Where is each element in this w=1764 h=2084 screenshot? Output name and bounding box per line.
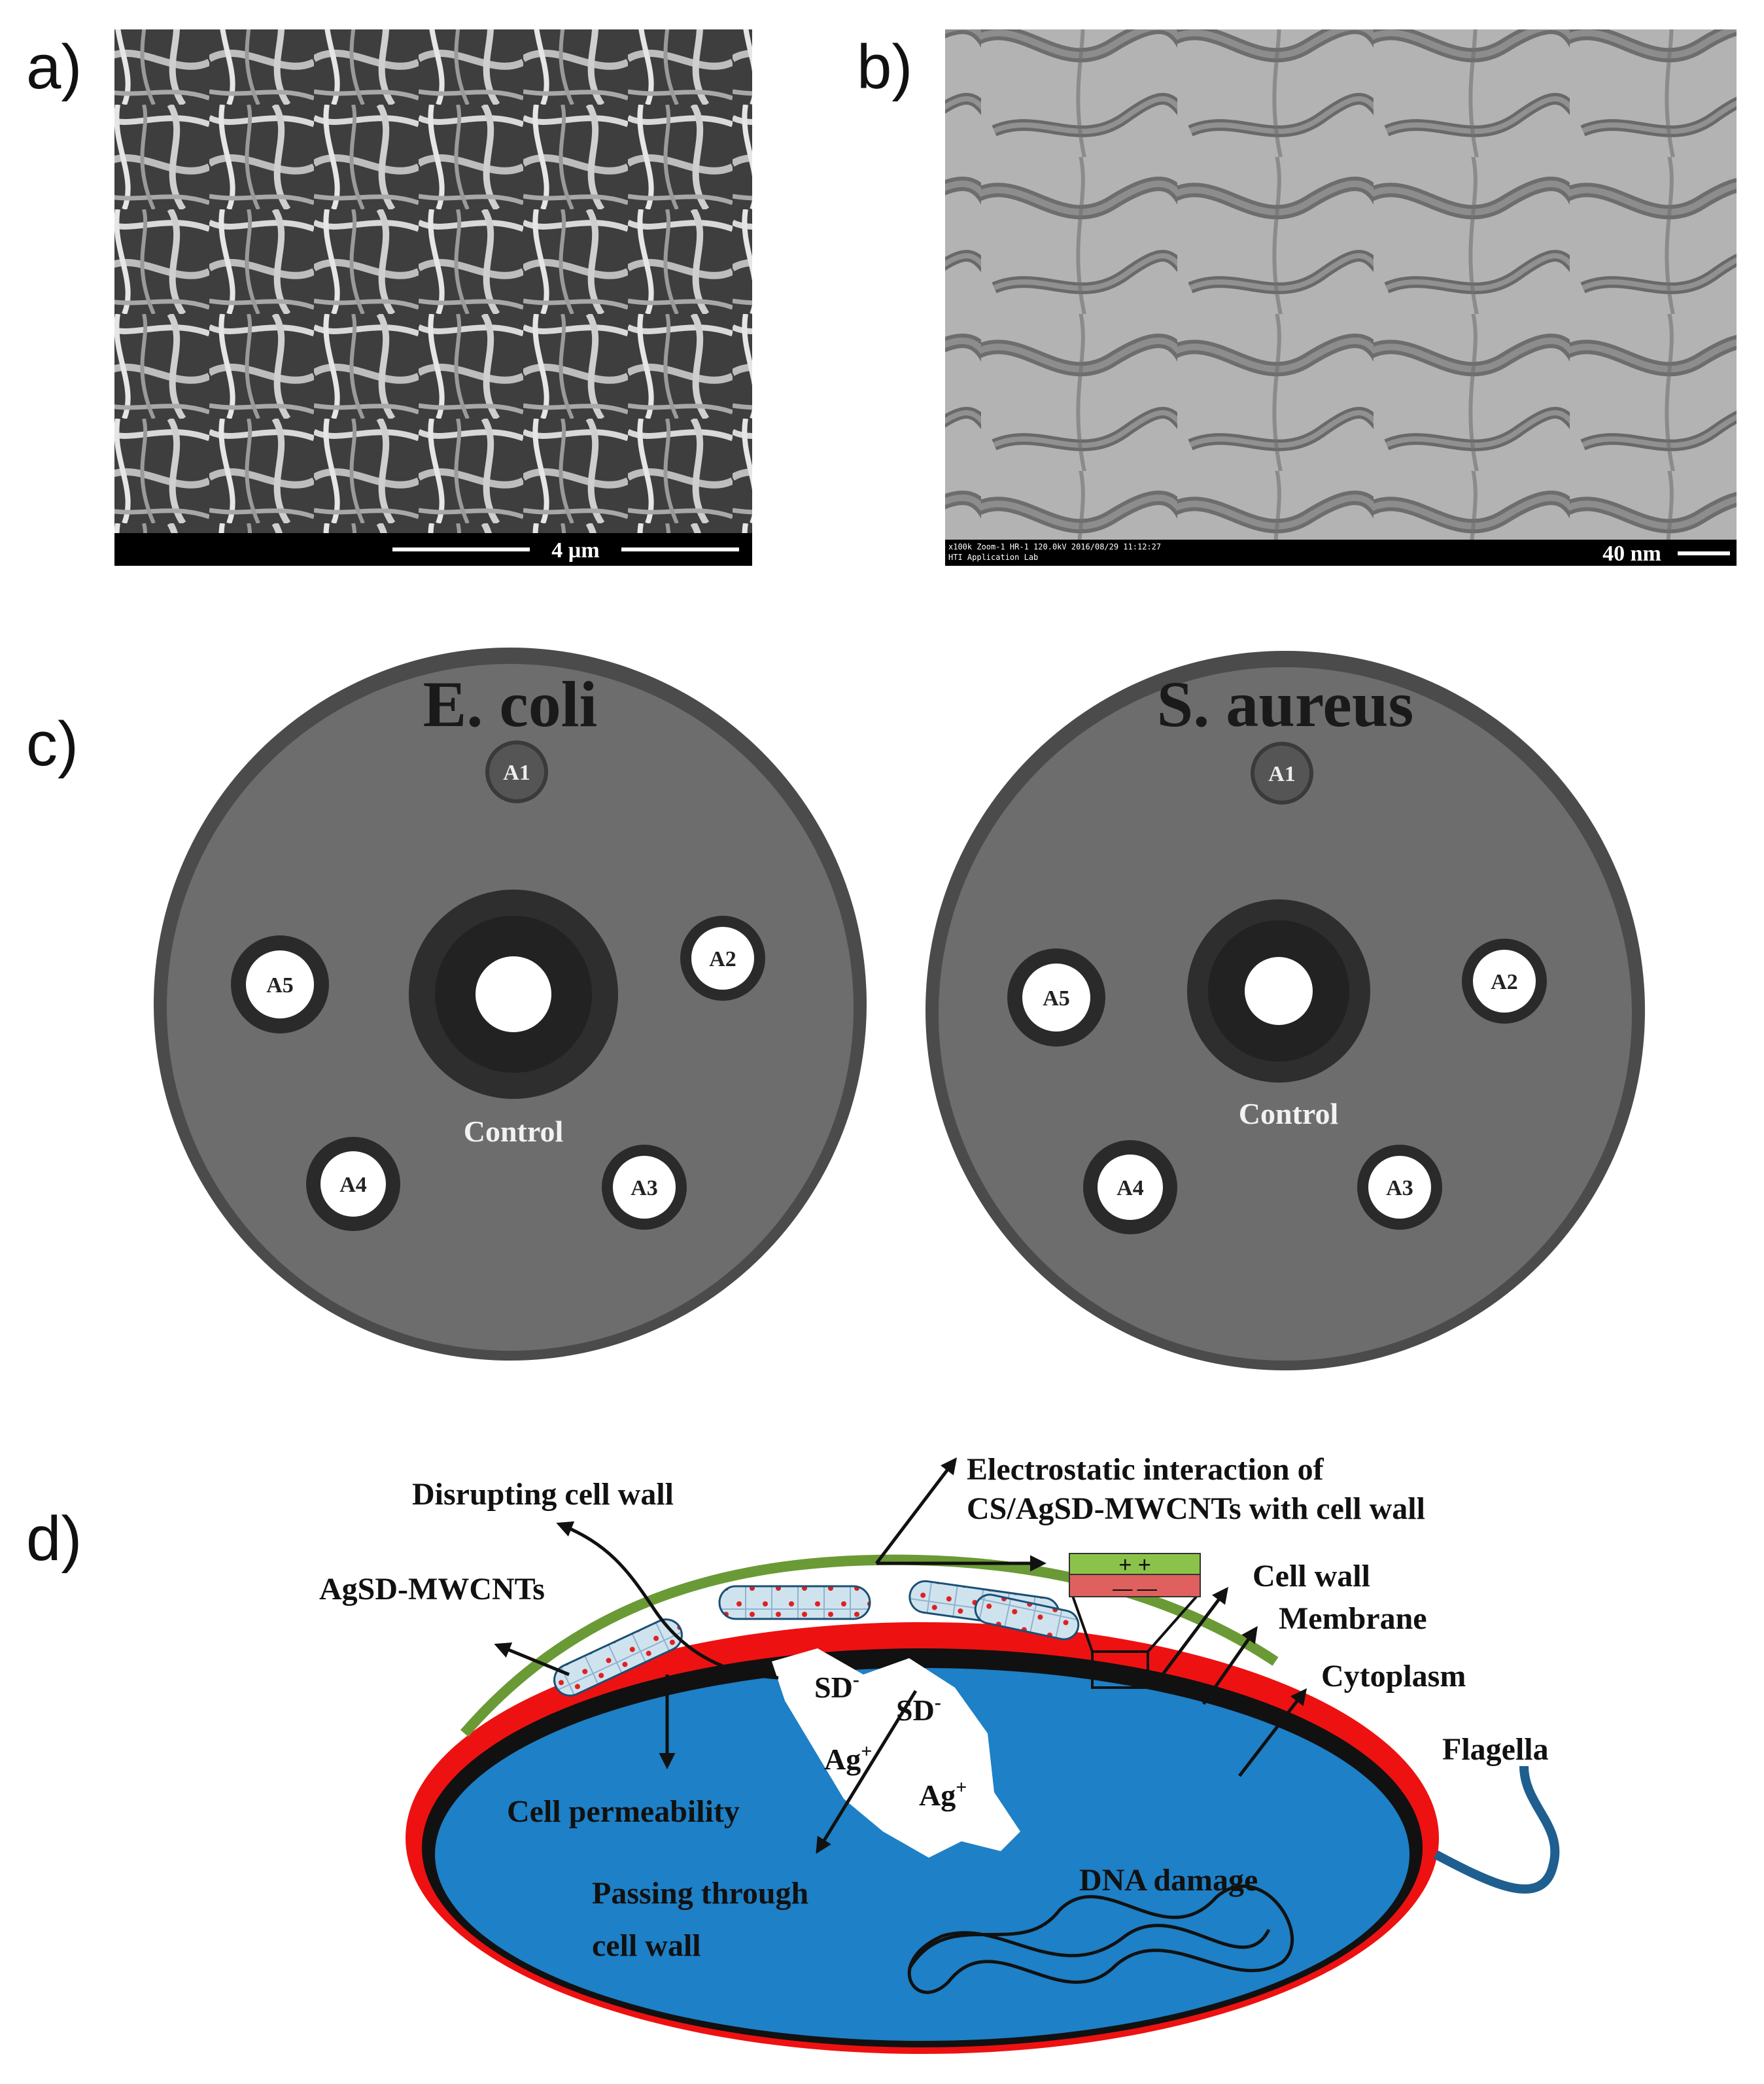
zoom-connector [1071, 1595, 1094, 1652]
panel-c: c) E. coli Control A1 A2 A3 A4 A5 [26, 648, 1645, 1370]
disc-a2 [1473, 950, 1536, 1013]
positive-charges: + + [1118, 1552, 1151, 1578]
tem-info-line1: x100k Zoom-1 HR-1 120.0kV 2016/08/29 11:… [948, 542, 1161, 551]
disc-a3 [1368, 1156, 1431, 1219]
ion-sd-2: SD- [896, 1692, 941, 1727]
cytoplasm [435, 1668, 1409, 2041]
disc-a1 [485, 740, 548, 803]
disc-a1 [1251, 742, 1313, 805]
arrow-cytoplasm [1238, 1688, 1307, 1777]
disc-a2 [691, 927, 754, 990]
arrow-agsd [494, 1642, 570, 1676]
plate-saureus: S. aureus Control A1 A2 A3 A4 A5 [925, 651, 1645, 1370]
panel-d: d) + + — — [26, 1452, 1560, 2054]
disc-a2-label: A2 [709, 947, 736, 971]
panel-a: a) 4 µm [26, 29, 752, 566]
sem-scale-label: 4 µm [551, 538, 599, 563]
dna-strand [907, 1884, 1294, 1994]
agsd-mwcnt-particles [553, 1580, 1080, 1697]
label-membrane: Membrane [1279, 1601, 1427, 1636]
rupture-opening [772, 1648, 1020, 1858]
disc-a5 [246, 950, 314, 1018]
label-cell-permeability: Cell permeability [507, 1794, 740, 1829]
disc-a5 [1022, 964, 1090, 1032]
control-disc [1245, 957, 1313, 1025]
negative-layer [1069, 1574, 1201, 1597]
label-agsd-mwcnts: AgSD-MWCNTs [319, 1572, 545, 1606]
control-label: Control [1239, 1097, 1339, 1130]
panel-a-letter: a) [26, 32, 82, 102]
disc-a1-label: A1 [1268, 762, 1296, 786]
cnt-capsule [718, 1585, 871, 1620]
arrows [494, 1457, 1307, 1854]
tem-info-bar [945, 540, 1737, 566]
panel-b-letter: b) [857, 32, 912, 102]
tem-info-line2: HTI Application Lab [948, 553, 1038, 562]
label-flagella: Flagella [1442, 1732, 1549, 1767]
label-electrostatic-2: CS/AgSD-MWCNTs with cell wall [967, 1491, 1425, 1526]
zoom-box [1091, 1650, 1149, 1689]
arrow-membrane [1202, 1625, 1258, 1705]
cnt-capsule [974, 1593, 1080, 1641]
disc-a5-label: A5 [266, 973, 294, 998]
disc-a1-label: A1 [503, 761, 530, 785]
sem-micrograph [114, 29, 752, 533]
panel-d-letter: d) [26, 1504, 82, 1574]
positive-layer [1069, 1553, 1201, 1575]
ion-ag-2: Ag+ [919, 1777, 967, 1812]
cnt-capsule [553, 1618, 683, 1697]
panel-c-letter: c) [26, 709, 78, 779]
arrow-passing [816, 1690, 918, 1854]
disc-a4-label: A4 [1116, 1176, 1144, 1200]
label-passing-1: Passing through [592, 1876, 808, 1911]
disc-a4 [1098, 1155, 1163, 1220]
label-passing-2: cell wall [592, 1928, 701, 1963]
arrow-disrupting [556, 1521, 779, 1680]
plate-ecoli: E. coli Control A1 A2 A3 A4 A5 [154, 648, 867, 1361]
disc-a4-label: A4 [339, 1173, 367, 1197]
ion-ag-1: Ag+ [824, 1741, 872, 1776]
disc-a5-label: A5 [1043, 986, 1070, 1011]
disc-a3-label: A3 [631, 1176, 658, 1200]
arrow-electrostatic [875, 1457, 958, 1565]
tem-micrograph [945, 29, 1737, 540]
disc-a3 [613, 1156, 676, 1219]
label-electrostatic-1: Electrostatic interaction of [967, 1452, 1324, 1487]
plate-title: E. coli [423, 668, 598, 740]
label-cytoplasm: Cytoplasm [1321, 1659, 1466, 1693]
arrow-cell-wall [1156, 1587, 1228, 1682]
disc-a3-label: A3 [1386, 1176, 1413, 1200]
label-dna-damage: DNA damage [1079, 1863, 1258, 1898]
plate-title: S. aureus [1157, 668, 1414, 740]
panel-b: b) x100k Zoom-1 HR-1 120.0kV 2016/08/29 … [857, 29, 1737, 566]
negative-charges: — — [1112, 1578, 1158, 1599]
cs-coating-layer [460, 1554, 1279, 1737]
label-cell-wall: Cell wall [1253, 1559, 1370, 1593]
label-disrupting: Disrupting cell wall [412, 1477, 674, 1512]
disc-a4 [320, 1151, 386, 1217]
ion-sd-1: SD- [814, 1669, 859, 1704]
flagella [1433, 1765, 1560, 1894]
disc-a2-label: A2 [1491, 970, 1518, 994]
zoom-connector [1147, 1595, 1198, 1653]
control-label: Control [464, 1115, 564, 1148]
tem-scale-label: 40 nm [1602, 542, 1661, 566]
control-disc [476, 956, 551, 1032]
